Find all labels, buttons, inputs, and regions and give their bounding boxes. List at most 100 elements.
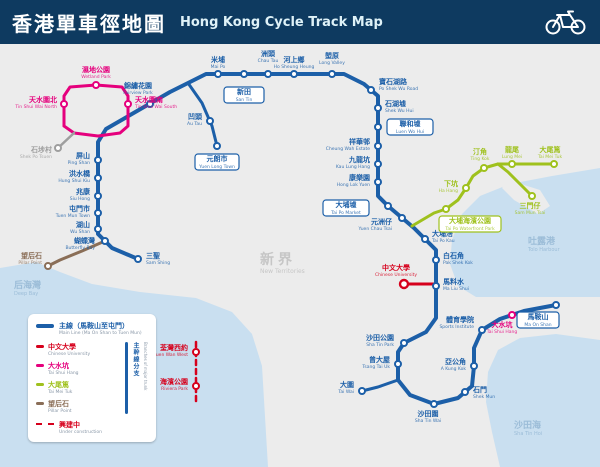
station-marker <box>94 192 102 200</box>
svg-text:Luen Wo Hui: Luen Wo Hui <box>396 129 424 135</box>
svg-text:石湖墟: 石湖墟 <box>384 99 406 108</box>
svg-text:祥華邨: 祥華邨 <box>349 137 370 146</box>
svg-text:中文大學: 中文大學 <box>382 263 410 272</box>
svg-text:Shek Po Tsuen: Shek Po Tsuen <box>20 154 52 160</box>
svg-text:濕地公園: 濕地公園 <box>82 65 110 74</box>
svg-text:Pak Shek Kok: Pak Shek Kok <box>443 260 473 266</box>
svg-text:Po Shek Wu Road: Po Shek Wu Road <box>379 86 418 92</box>
svg-text:Tai Shui Hang: Tai Shui Hang <box>486 329 518 335</box>
peninsula <box>502 180 550 214</box>
legend-title-en: Main Line (Ma On Shan to Tuen Mun) <box>59 331 142 336</box>
svg-text:Sha Tin Wai: Sha Tin Wai <box>415 418 441 424</box>
svg-text:Cheung Wah Estate: Cheung Wah Estate <box>326 146 370 152</box>
svg-text:Tai Po Market: Tai Po Market <box>330 210 361 216</box>
svg-text:龍尾: 龍尾 <box>505 145 519 154</box>
line-pillar-point-branch <box>46 239 107 268</box>
station-marker <box>146 100 154 108</box>
svg-text:大埔滘: 大埔滘 <box>432 229 453 238</box>
station-marker <box>54 144 62 152</box>
station-marker <box>94 156 102 164</box>
station-marker <box>374 160 382 168</box>
svg-text:沙田公園: 沙田公園 <box>366 333 394 342</box>
svg-text:河上鄉: 河上鄉 <box>284 55 305 64</box>
station-marker <box>398 278 410 290</box>
svg-text:Yuen Chau Tsai: Yuen Chau Tsai <box>357 226 392 232</box>
svg-text:Siu Hong: Siu Hong <box>70 196 90 202</box>
water-sha-tin-hoi <box>486 334 600 467</box>
svg-text:Ma On Shan: Ma On Shan <box>524 322 551 328</box>
svg-text:Sha Tin Hoi: Sha Tin Hoi <box>514 431 542 437</box>
station-marker <box>206 117 214 125</box>
line-yuen-long-branch <box>186 81 219 148</box>
svg-text:Tai Po Kau: Tai Po Kau <box>431 238 455 244</box>
svg-text:Butterfly Bay: Butterfly Bay <box>65 245 95 251</box>
svg-text:沙田海: 沙田海 <box>514 419 541 431</box>
station-marker <box>214 70 222 78</box>
station-marker <box>421 235 429 243</box>
svg-text:Fairview Park: Fairview Park <box>123 90 153 96</box>
station-marker <box>101 237 109 245</box>
legend-item-en: Tai Mei Tuk <box>48 390 73 395</box>
svg-text:Sha Tin Park: Sha Tin Park <box>366 342 394 348</box>
bicycle-icon <box>545 10 586 35</box>
station-label-box <box>194 153 240 171</box>
svg-text:蝴蝶灣: 蝴蝶灣 <box>74 236 95 245</box>
svg-text:Au Tau: Au Tau <box>187 121 202 127</box>
station-marker <box>192 348 200 356</box>
svg-text:Lung Mei: Lung Mei <box>502 154 522 160</box>
svg-text:康樂園: 康樂園 <box>349 173 370 182</box>
svg-text:吐露港: 吐露港 <box>528 235 556 247</box>
station-marker <box>432 256 440 264</box>
svg-text:Tai Mei Tuk: Tai Mei Tuk <box>537 154 563 160</box>
legend-item-zh: 大尾篤 <box>48 381 69 389</box>
svg-text:Shek Wu Hui: Shek Wu Hui <box>385 108 414 114</box>
station-marker <box>94 174 102 182</box>
svg-text:錦繡花園: 錦繡花園 <box>123 81 152 90</box>
svg-text:Riviera Park: Riviera Park <box>161 386 188 392</box>
station-marker <box>374 104 382 112</box>
svg-text:屏山: 屏山 <box>75 151 90 160</box>
station-marker <box>44 262 52 270</box>
station-marker <box>432 282 440 290</box>
svg-text:后海灣: 后海灣 <box>14 279 41 291</box>
svg-text:Kau Lung Hang: Kau Lung Hang <box>336 164 370 170</box>
station-label-box <box>516 311 560 329</box>
line-tai-wai-branch <box>360 378 400 393</box>
svg-text:Chinese University: Chinese University <box>375 272 417 278</box>
svg-text:Tsang Tai Uk: Tsang Tai Uk <box>361 364 390 370</box>
svg-text:塱原: 塱原 <box>325 51 339 60</box>
svg-text:元洲仔: 元洲仔 <box>371 217 392 226</box>
svg-text:Tolo Harbour: Tolo Harbour <box>527 247 561 253</box>
legend-item-swatch <box>36 402 44 405</box>
station-marker <box>134 255 142 263</box>
svg-text:石門: 石門 <box>472 385 487 394</box>
